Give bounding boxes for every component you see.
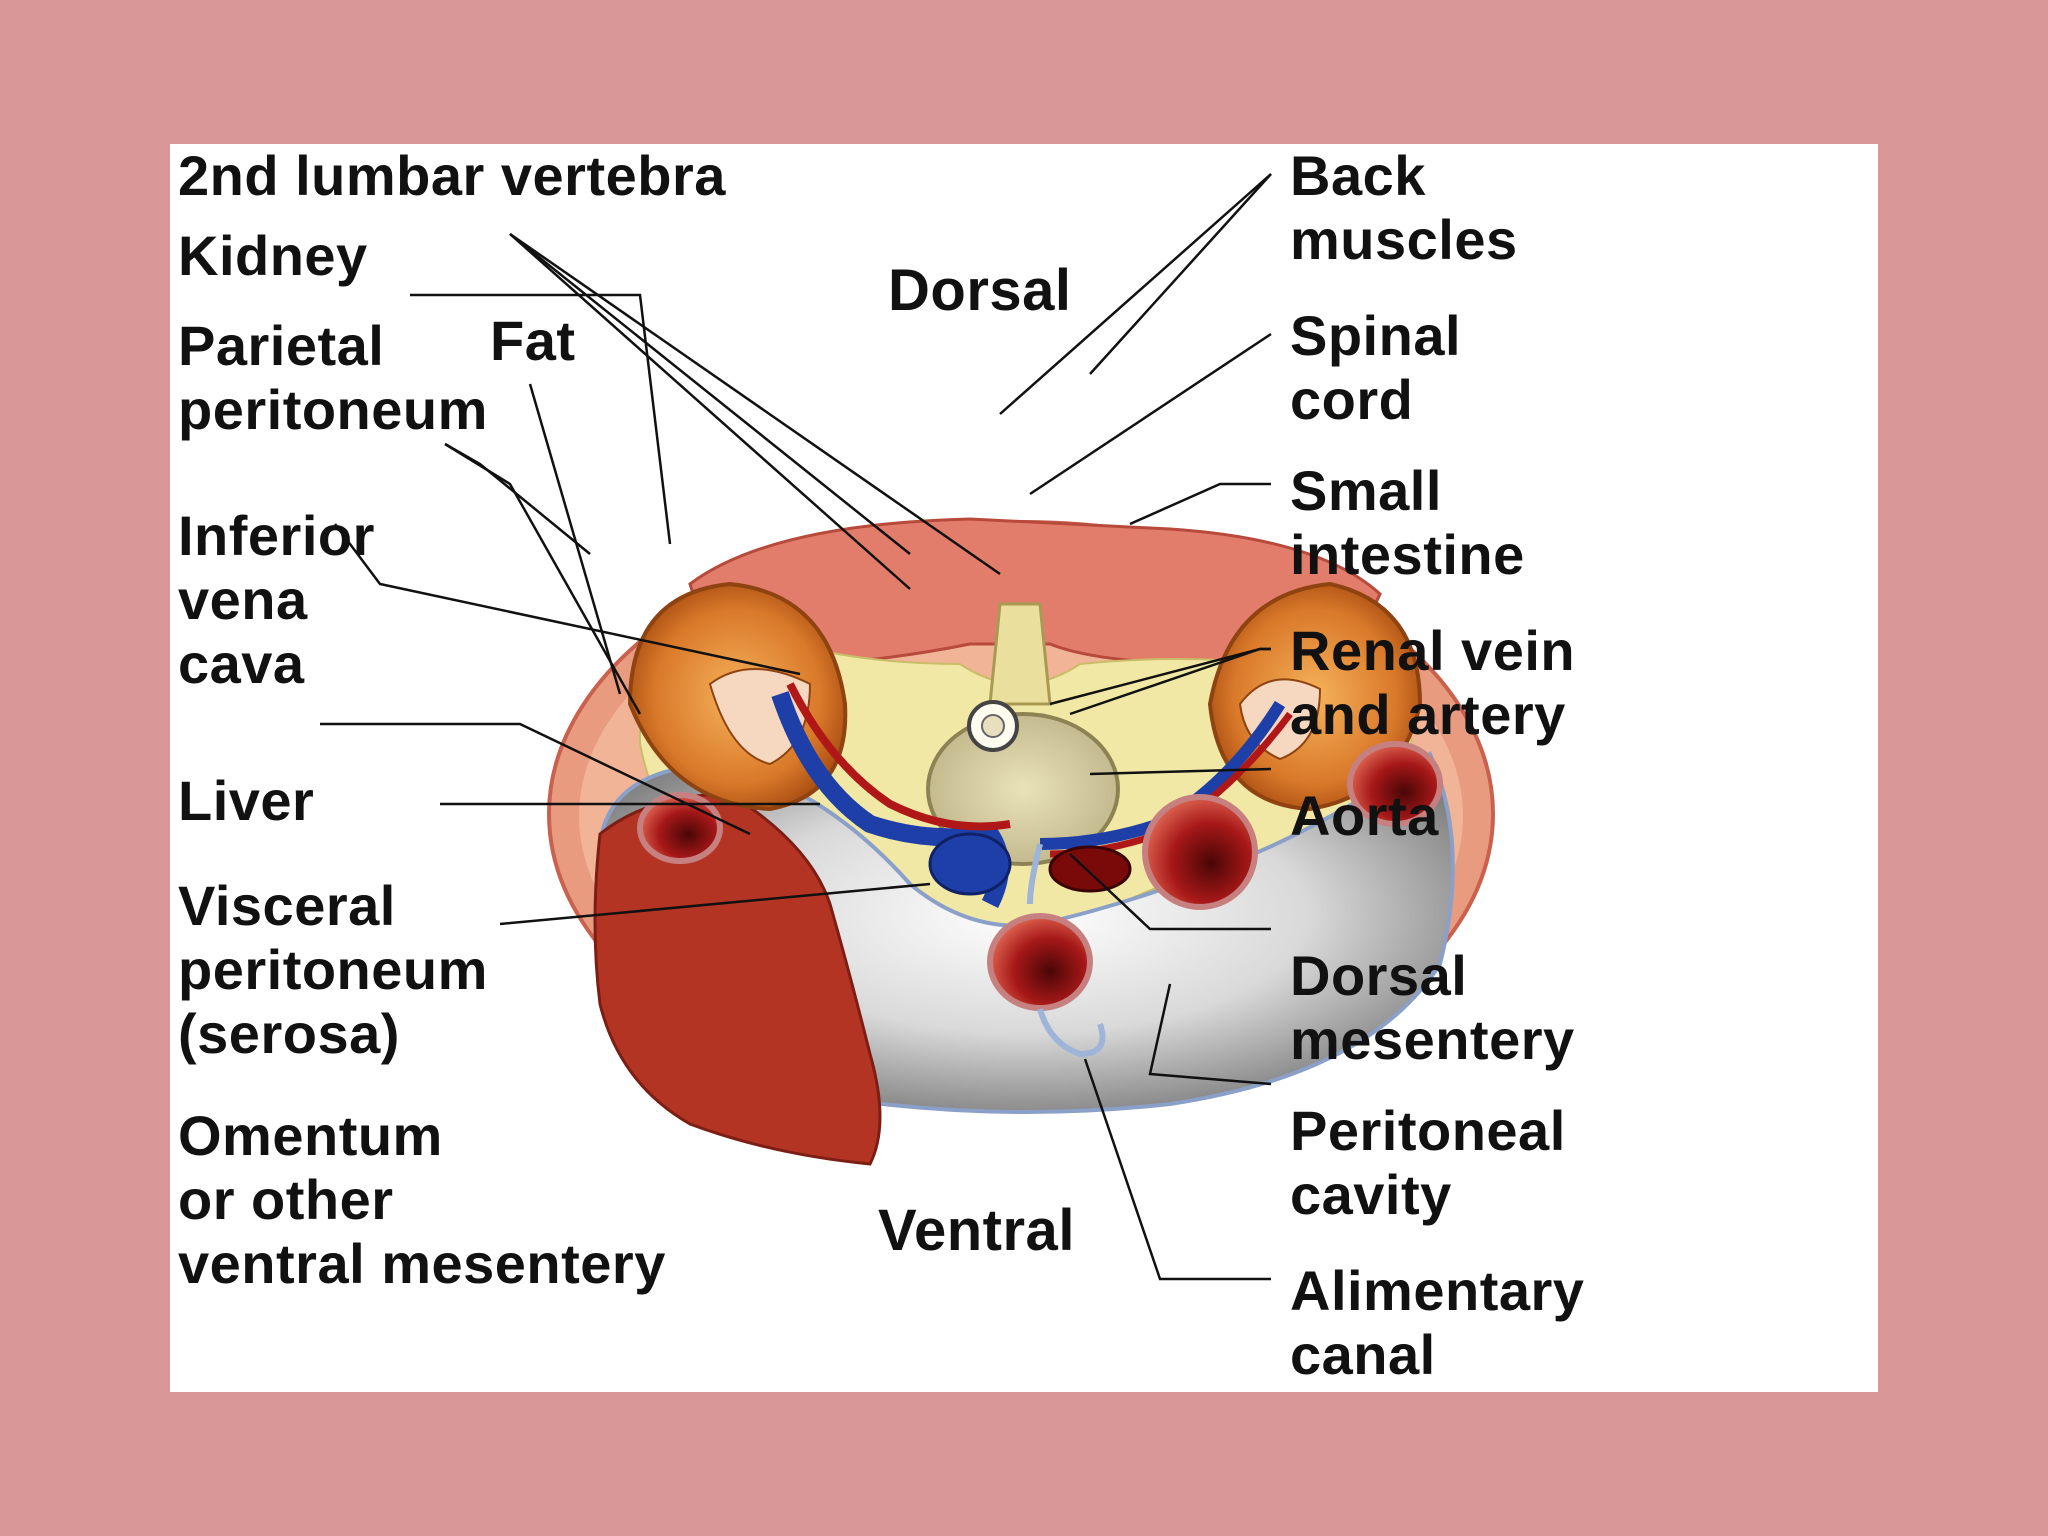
label-inferior-vena-cava: Inferior vena cava: [178, 504, 375, 696]
label-peritoneal-cavity: Peritoneal cavity: [1290, 1099, 1566, 1227]
label-back-muscles: Back muscles: [1290, 144, 1518, 272]
label-omentum: Omentum or other ventral mesentery: [178, 1104, 666, 1296]
label-renal-line-2: and artery: [1290, 683, 1566, 746]
label-peritoneal-cavity-line-1: Peritoneal: [1290, 1099, 1566, 1162]
left-kidney: [627, 581, 848, 812]
label-dorsal-mesentery-line-1: Dorsal: [1290, 944, 1468, 1007]
label-back-muscles-line-2: muscles: [1290, 208, 1518, 271]
label-liver: Liver: [178, 769, 315, 832]
diagram-panel: 2nd lumbar vertebra Kidney Parietal peri…: [170, 144, 1878, 1392]
label-aorta: Aorta: [1290, 784, 1439, 847]
label-alimentary-line-2: canal: [1290, 1323, 1436, 1386]
small-intestine: [637, 741, 1443, 910]
label-parietal-line-2: peritoneum: [178, 378, 488, 441]
label-omentum-line-2: or other: [178, 1168, 394, 1231]
label-alimentary-line-1: Alimentary: [1290, 1259, 1585, 1322]
label-spinal-cord-line-2: cord: [1290, 368, 1414, 431]
label-2nd-lumbar-vertebra: 2nd lumbar vertebra: [178, 144, 726, 207]
label-visceral-line-1: Visceral: [178, 874, 396, 937]
label-peritoneal-cavity-line-2: cavity: [1290, 1163, 1452, 1226]
label-dorsal-mesentery: Dorsal mesentery: [1290, 944, 1575, 1072]
label-omentum-line-3: ventral mesentery: [178, 1232, 666, 1295]
label-spinal-cord: Spinal cord: [1290, 304, 1461, 432]
label-ivc-line-2: vena: [178, 568, 308, 631]
label-spinal-cord-line-1: Spinal: [1290, 304, 1462, 367]
label-fat: Fat: [490, 309, 576, 372]
label-ivc-line-3: cava: [178, 632, 305, 695]
label-visceral-line-2: peritoneum: [178, 938, 488, 1001]
label-omentum-line-1: Omentum: [178, 1104, 443, 1167]
label-small-intestine: Small intestine: [1290, 459, 1525, 587]
label-renal-vein-artery: Renal vein and artery: [1290, 619, 1575, 747]
label-visceral-peritoneum: Visceral peritoneum (serosa): [178, 874, 488, 1066]
liver: [593, 792, 882, 1166]
label-renal-line-1: Renal vein: [1290, 619, 1576, 682]
label-alimentary-canal: Alimentary canal: [1290, 1259, 1584, 1387]
label-small-intestine-line-2: intestine: [1290, 523, 1525, 586]
label-small-intestine-line-1: Small: [1290, 459, 1442, 522]
alimentary-canal: [987, 843, 1106, 1058]
label-ventral: Ventral: [878, 1198, 1075, 1263]
label-parietal-peritoneum: Parietal peritoneum: [178, 314, 488, 442]
label-ivc-line-1: Inferior: [178, 504, 375, 567]
label-dorsal-mesentery-line-2: mesentery: [1290, 1008, 1575, 1071]
label-back-muscles-line-1: Back: [1290, 144, 1426, 207]
label-kidney: Kidney: [178, 224, 368, 287]
label-visceral-line-3: (serosa): [178, 1002, 400, 1065]
cross-section-illustration: [320, 173, 1495, 1281]
label-parietal-line-1: Parietal: [178, 314, 385, 377]
leader-lines: [320, 173, 1272, 1281]
label-dorsal: Dorsal: [888, 258, 1072, 323]
